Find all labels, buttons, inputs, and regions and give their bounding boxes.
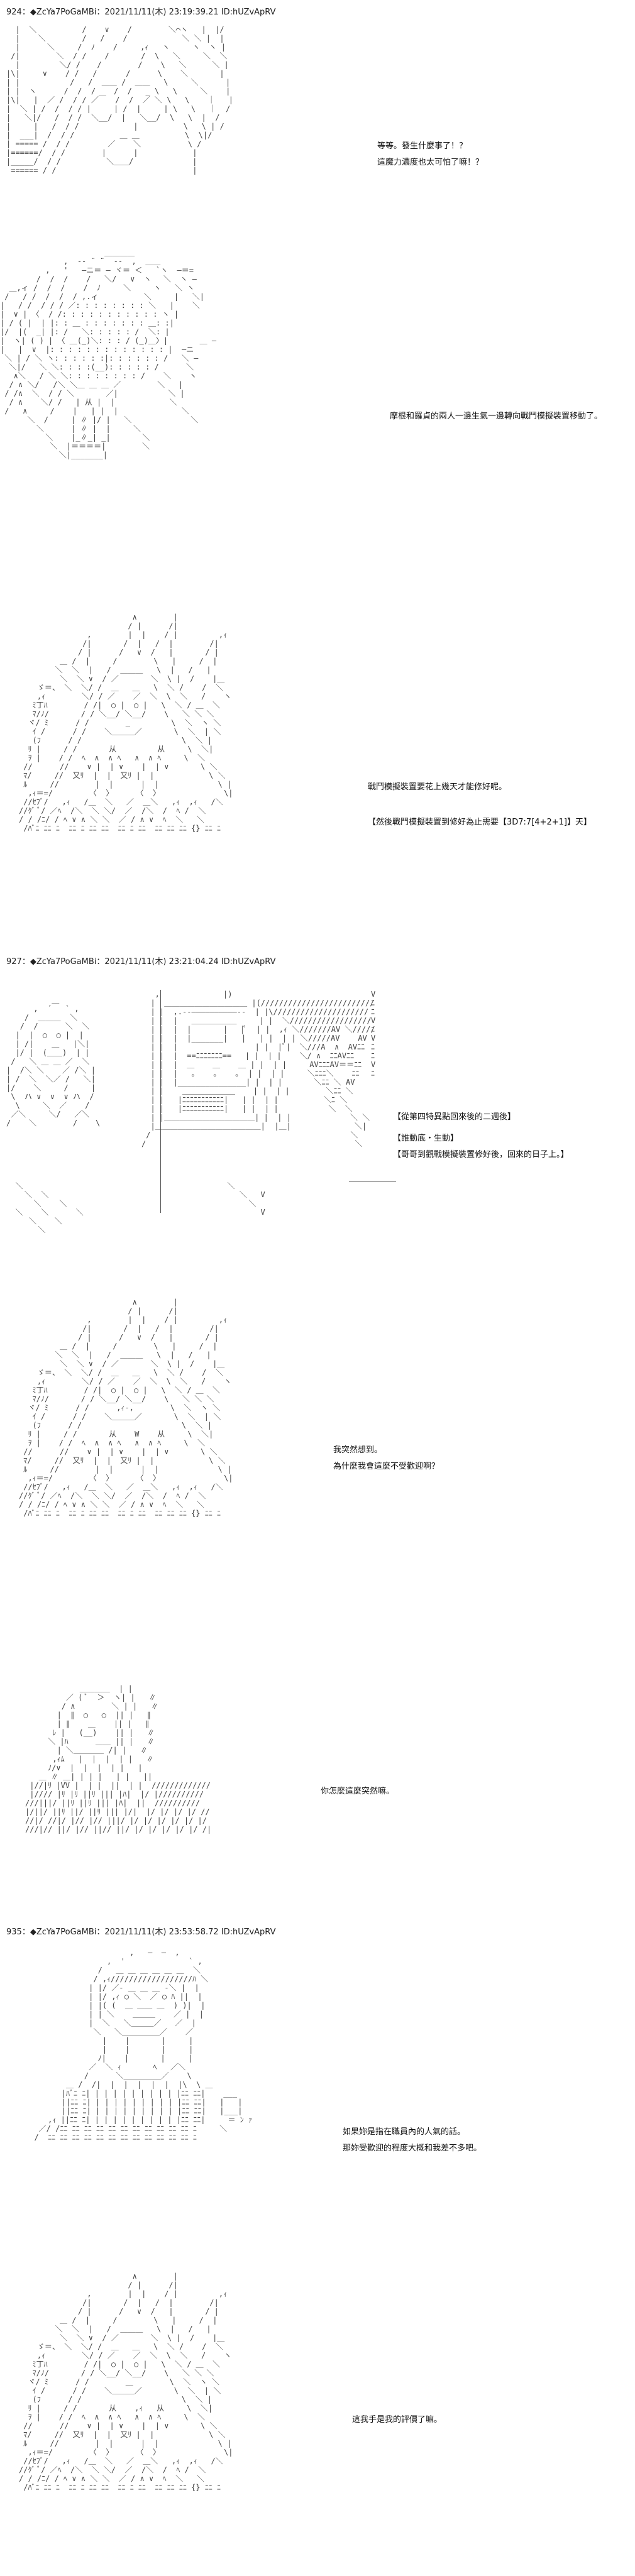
caption-line: 你怎麼這麼突然嘛。 (321, 1787, 395, 1796)
post-datetime: ：2021/11/11(木) 23:53:58.72 (96, 1927, 219, 1937)
post-separator: ： (21, 8, 30, 17)
post-number: 935 (6, 1927, 22, 1937)
post-header-927: 927：◆ZcYa7PoGaMBi：2021/11/11(木) 23:21:04… (6, 955, 276, 967)
post-datetime: ：2021/11/11(木) 23:21:04.24 (96, 957, 219, 967)
caption-panel-6: 你怎麼這麼突然嘛。 (321, 1784, 394, 1800)
ascii-art-panel-4-left: ＿ , ´ ` , / ＿＿＿ ＼ / / ＼ ＼ | | ○ ○ | | | … (6, 995, 101, 1127)
post-author: ◆ZcYa7PoGaMBi (30, 1927, 97, 1937)
caption-line: 【然後戰鬥模擬裝置到修好為止需要【3D7:7[4+2+1]】天】 (368, 818, 592, 827)
post-id: ID:hUZvApRV (221, 8, 276, 17)
caption-line: 【從第四特異點回來後的二週後】 (393, 1112, 516, 1122)
ascii-art-panel-1: | ＼ / ∨ / ＼⌒ヽ | |/ | ＼ / / / ＼ ＼ | | | ＼… (6, 25, 233, 175)
ascii-art-panel-4-monitor: , |) | ＿＿＿＿＿＿＿＿＿＿＿ |(///////////////////… (141, 990, 375, 1148)
caption-panel-3: 戰鬥模擬裝置要花上幾天才能修好呢。 【然後戰鬥模擬裝置到修好為止需要【3D7:7… (368, 779, 592, 831)
caption-line: 等等。發生什麼事了！？ (377, 141, 468, 151)
caption-panel-2: 摩根和羅貞的兩人一邊生氣一邊轉向戰鬥模擬裝置移動了。 (390, 408, 602, 425)
caption-line: 為什麼我會這麼不受歡迎啊？ (333, 1462, 440, 1471)
post-number: 927 (6, 957, 22, 967)
post-datetime: ：2021/11/11(木) 23:19:39.21 (96, 8, 219, 17)
caption-panel-4: 【從第四特異點回來後的二週後】 【誰動底・生動】 【哥哥到觀戰模擬裝置修好後，回… (393, 1109, 569, 1163)
caption-line: 戰鬥模擬裝置要花上幾天才能修好呢。 (368, 782, 507, 792)
caption-line: 我突然想到。 (333, 1445, 383, 1455)
ascii-art-panel-7: , ― ― , , ' ` , / ＿ ＿ ＿ ＿ ＿ ＿ ＼ / ,ｨ////… (34, 1948, 252, 2142)
caption-line: 那妳受歡迎的程度大概和我差不多吧。 (343, 2144, 482, 2153)
panel-4-frame-left (160, 990, 161, 1213)
post-header-924: 924：◆ZcYa7PoGaMBi：2021/11/11(木) 23:19:39… (6, 5, 276, 17)
post-separator: ： (21, 957, 30, 967)
caption-line: 摩根和羅貞的兩人一邊生氣一邊轉向戰鬥模擬裝置移動了。 (390, 412, 603, 421)
ascii-art-panel-8: ∧ | / | /| , | | / | ,ｨ /| / | / | /| / … (19, 2272, 233, 2492)
post-header-935: 935：◆ZcYa7PoGaMBi：2021/11/11(木) 23:53:58… (6, 1925, 276, 1937)
caption-line: 這魔力濃度也太可怕了嘛！？ (377, 158, 484, 167)
ascii-art-panel-4-right-edge: V ﾆ ﾆ V ﾆ V ﾆ ﾆ V ﾆ (371, 990, 376, 1078)
caption-panel-1: 等等。發生什麼事了！？ 這魔力濃度也太可怕了嘛！？ (377, 138, 483, 171)
post-id: ID:hUZvApRV (221, 957, 276, 967)
caption-line: 如果妳是指在職員內的人氣的話。 (343, 2127, 466, 2137)
post-author: ◆ZcYa7PoGaMBi (30, 957, 97, 967)
post-author: ◆ZcYa7PoGaMBi (30, 8, 97, 17)
post-id: ID:hUZvApRV (221, 1927, 276, 1937)
ascii-art-panel-2: ＿＿＿＿ , -‐ ¨ ¨ ‐- , ＿＿ , ' ―ニ＝ ― ヾ＝ ＜ `ヽ … (0, 248, 217, 459)
ascii-art-panel-5: ∧ | / | /| , | | / | ,ｨ /| / | / | /| / … (19, 1298, 233, 1518)
ascii-art-panel-4-floor: ＼ ＼ ＼ ＼ ＼ V ＼ ＼ ＼ ＼ ＼ ＼ (15, 1181, 265, 1234)
panel-4-divider (349, 1181, 396, 1182)
caption-panel-7: 如果妳是指在職員內的人氣的話。 那妳受歡迎的程度大概和我差不多吧。 (343, 2124, 482, 2157)
ascii-art-panel-3: ∧ | / | /| , | | / | ,ｨ /| / | / | /| / … (19, 613, 233, 833)
caption-panel-5: 我突然想到。 為什麼我會這麼不受歡迎啊？ (333, 1442, 439, 1475)
post-number: 924 (6, 8, 22, 17)
caption-line: 【哥哥到觀戰模擬裝置修好後，回來的日子上。】 (393, 1150, 569, 1159)
ascii-art-panel-6: ＿＿＿＿ | | ／ ( ﾞ ＞ ヽ| | ∥ / ∧ ＼ | | ∥ | ∥ … (25, 1684, 212, 1834)
post-separator: ： (21, 1927, 30, 1937)
caption-line: 【誰動底・生動】 (393, 1134, 459, 1143)
caption-panel-8: 這我手是我的評價了嘛。 (352, 2412, 442, 2428)
caption-line: 這我手是我的評價了嘛。 (352, 2415, 443, 2425)
